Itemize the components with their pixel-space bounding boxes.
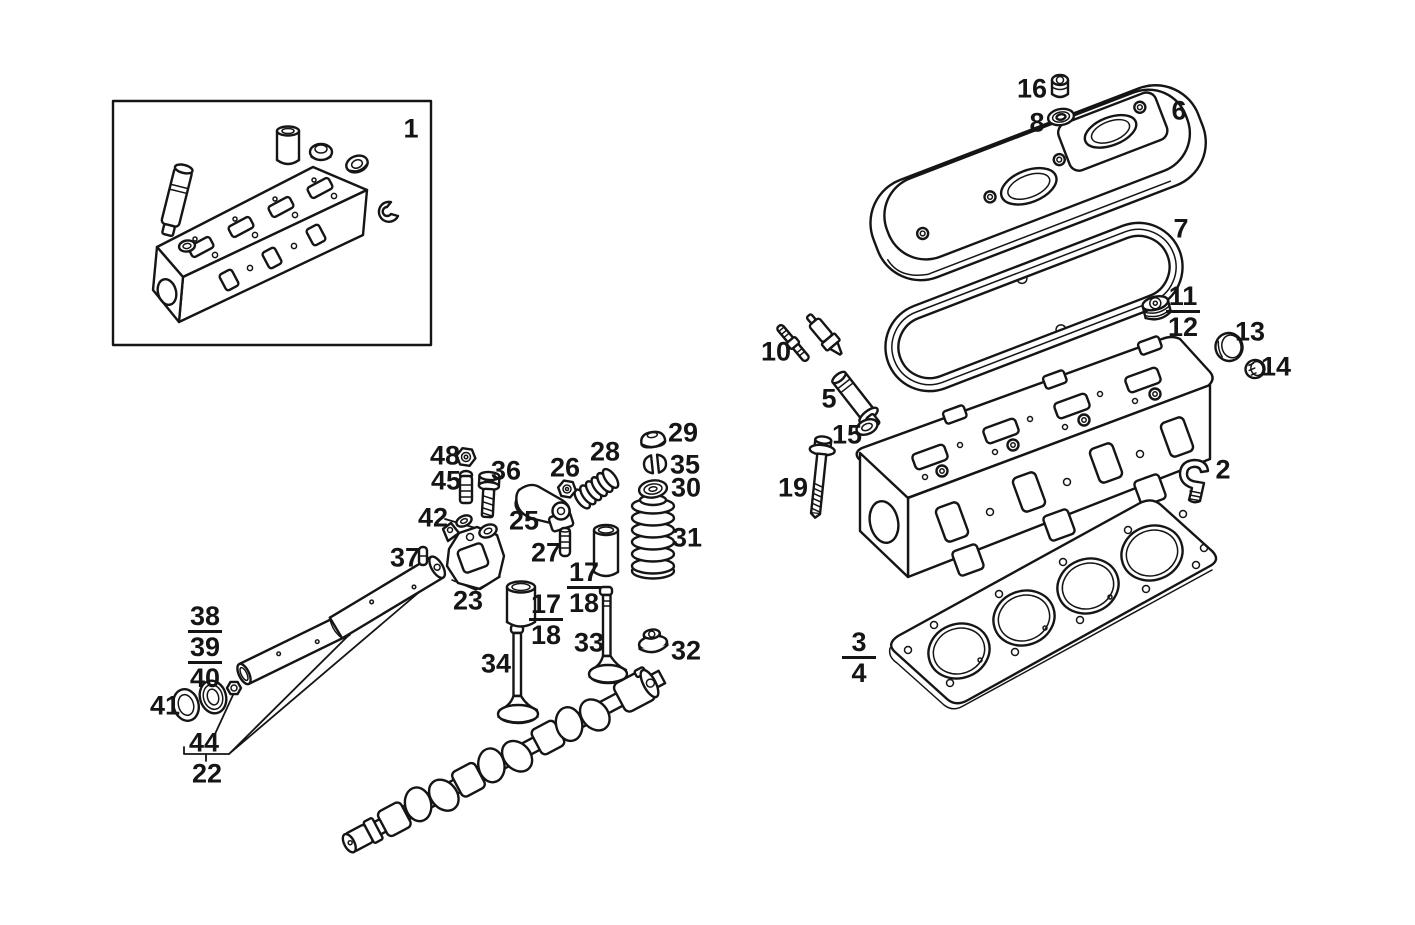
stud xyxy=(776,323,810,363)
camshaft xyxy=(341,666,667,854)
inset-assembly-box xyxy=(111,99,433,347)
cylinder-head-gasket xyxy=(888,499,1218,710)
callout-plug: 14 xyxy=(1260,351,1292,382)
valve-stem-seal xyxy=(637,628,669,654)
inset-valve-cap xyxy=(308,142,334,162)
inset-stem-seal xyxy=(345,154,369,174)
seal-ring-large xyxy=(172,688,200,722)
callout-cap: 16 xyxy=(1016,73,1048,104)
callout-valve-cover-gasket: 7 xyxy=(1173,213,1189,244)
callout-valve-guide: 5 xyxy=(821,383,837,414)
rocker-shaft-bracket xyxy=(441,521,506,591)
spacer xyxy=(225,680,243,696)
tappet xyxy=(592,523,620,578)
hook-fitting xyxy=(1178,458,1210,504)
callout-nut: 26 xyxy=(549,452,581,483)
rocker-shaft-segment xyxy=(328,555,447,640)
cylinder-head-bolt xyxy=(808,435,836,519)
washer xyxy=(478,523,498,539)
cup-plug xyxy=(1214,331,1244,363)
inset-valve-guide xyxy=(160,163,194,238)
stud-plug xyxy=(805,313,843,356)
callout-rocker-shaft-assembly: 22 xyxy=(191,758,223,789)
locating-pin xyxy=(417,545,429,567)
valve-cover xyxy=(869,84,1207,282)
callout-valve-spring-seat: 30 xyxy=(670,472,702,503)
callout-cup-plug: 13 xyxy=(1234,316,1266,347)
cap xyxy=(1050,73,1070,99)
inset-seal-ring xyxy=(177,239,197,253)
nut xyxy=(556,479,578,499)
inset-cylinder-head xyxy=(151,165,369,324)
callout-spring-pin: 27 xyxy=(530,537,562,568)
intake-valve xyxy=(496,623,540,725)
inset-tappet xyxy=(275,125,301,166)
rocker-shaft-bush xyxy=(198,679,228,715)
lock-nut xyxy=(455,447,477,467)
callout-hook-fitting: 2 xyxy=(1215,454,1231,485)
callout-lock-nut: 48 xyxy=(429,440,461,471)
callout-intake-valve: 34 xyxy=(480,648,512,679)
callout-seal-ring: 15 xyxy=(831,419,863,450)
callout-seal-washer: 8 xyxy=(1029,107,1045,138)
callout-valve-collets: 35 xyxy=(669,449,701,480)
callout-spring: 28 xyxy=(589,436,621,467)
cylinder-head xyxy=(855,335,1214,579)
seal-washer xyxy=(1046,107,1076,127)
callout-exhaust-valve: 33 xyxy=(573,627,605,658)
exhaust-valve xyxy=(587,585,629,685)
callout-rocker-arm: 25 xyxy=(508,505,540,536)
spring-pin xyxy=(558,526,572,558)
valve-spring-seat xyxy=(637,479,669,499)
callout-cylinder-head-bolt: 19 xyxy=(777,472,809,503)
seal-ring xyxy=(855,417,879,437)
sealing-cap xyxy=(1141,294,1173,321)
valve-spring-retainer xyxy=(640,430,667,449)
inset-clip xyxy=(377,200,400,223)
callout-cylinder-head-assembly: 1 xyxy=(403,113,419,144)
spring xyxy=(573,467,620,510)
callout-valve-spring-retainer: 29 xyxy=(667,417,699,448)
callout-washer: 42 xyxy=(417,502,449,533)
callout-valve-spring: 31 xyxy=(671,522,703,553)
valve-collets xyxy=(642,453,668,475)
washer xyxy=(455,514,473,528)
tappet xyxy=(505,580,537,628)
callout-adjusting-screw: 45 xyxy=(430,465,462,496)
callout-spacer: 44 xyxy=(188,727,220,758)
callout-bolt: 36 xyxy=(490,455,522,486)
callout-seal-ring-large: 41 xyxy=(149,690,181,721)
callout-valve-stem-seal: 32 xyxy=(670,635,702,666)
valve-spring xyxy=(630,493,676,580)
bolt xyxy=(477,470,501,519)
callout-stud: 10 xyxy=(760,336,792,367)
callout-locating-pin: 37 xyxy=(389,542,421,573)
callout-valve-cover: 6 xyxy=(1171,95,1187,126)
adjusting-screw xyxy=(458,469,474,505)
callout-rocker-shaft-bracket: 23 xyxy=(452,585,484,616)
plug xyxy=(1244,358,1266,380)
